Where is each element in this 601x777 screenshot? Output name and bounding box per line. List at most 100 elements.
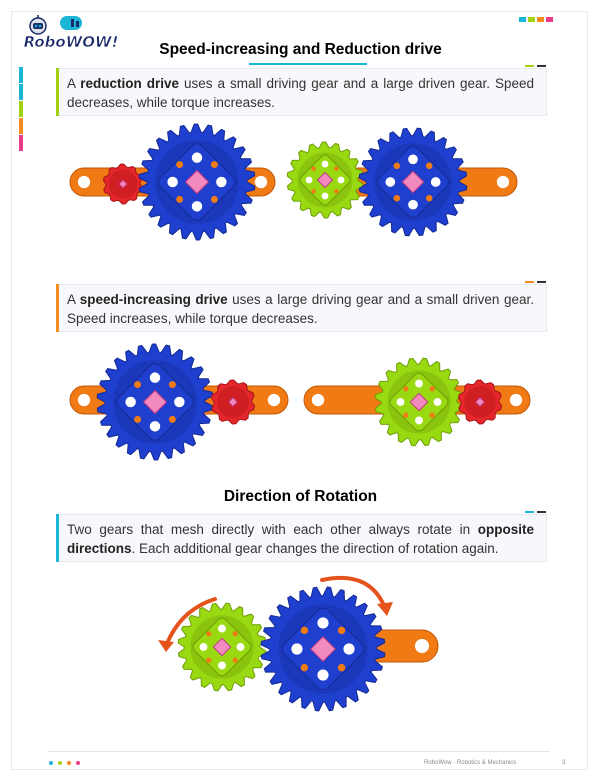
gear-peg bbox=[337, 626, 346, 635]
reduction-text-pre: A bbox=[67, 76, 81, 91]
strip-hole bbox=[77, 393, 91, 407]
gear-hole bbox=[321, 192, 329, 200]
gear-peg bbox=[393, 162, 401, 170]
gear-hole bbox=[317, 617, 329, 629]
axle-icon bbox=[142, 389, 168, 415]
gear-hole bbox=[337, 176, 345, 184]
axle-icon bbox=[310, 636, 336, 662]
gear-hole bbox=[199, 643, 208, 651]
callout-accent bbox=[56, 68, 59, 116]
gear-hole bbox=[149, 372, 161, 383]
gear-hole bbox=[218, 661, 226, 670]
reduction-term: reduction drive bbox=[80, 76, 179, 91]
axle-icon bbox=[474, 396, 486, 408]
axle-icon bbox=[409, 392, 429, 412]
gear-peg bbox=[311, 189, 316, 194]
gear-peg bbox=[210, 195, 218, 203]
gear-peg bbox=[311, 166, 316, 171]
gear-peg bbox=[334, 189, 339, 194]
title-underline bbox=[249, 63, 367, 65]
gear-peg bbox=[206, 657, 212, 663]
arrow-head-icon bbox=[158, 640, 174, 652]
reduction-gears-figure bbox=[69, 123, 518, 241]
gear-hole bbox=[291, 643, 303, 655]
gear-hole bbox=[396, 398, 405, 406]
speed-term: speed-increasing drive bbox=[79, 292, 228, 307]
rotation-gears-figure bbox=[158, 575, 439, 712]
svg-text:RoboWOW!: RoboWOW! bbox=[24, 33, 118, 50]
section-title-rotation: Direction of Rotation bbox=[223, 488, 378, 505]
rotation-term: opposite directions bbox=[67, 522, 534, 556]
gear-hole bbox=[216, 176, 227, 188]
top-color-dots bbox=[519, 17, 553, 22]
gear-peg bbox=[232, 631, 238, 637]
gear-peg bbox=[176, 161, 184, 169]
strip-hole bbox=[496, 175, 510, 189]
robowow-logo: RoboWOW! bbox=[24, 15, 118, 50]
gear-hole bbox=[149, 421, 161, 432]
speed-text-post: uses a large driving gear and a small dr… bbox=[67, 292, 534, 326]
callout-corner bbox=[525, 511, 546, 513]
side-color-bar bbox=[19, 67, 23, 152]
speed-increasing-gears-figure bbox=[69, 343, 531, 461]
gear-peg bbox=[232, 657, 238, 663]
gear-hole bbox=[408, 199, 418, 210]
strip-hole bbox=[254, 175, 268, 189]
axle-icon bbox=[212, 637, 232, 657]
counter-clockwise-arrow bbox=[164, 597, 217, 648]
gear-hole bbox=[174, 396, 185, 408]
callout-reduction: A reduction drive uses a small driving g… bbox=[56, 65, 547, 116]
gear-peg bbox=[176, 195, 184, 203]
footer-caption: RoboWow · Robotics & Mechanics bbox=[424, 760, 517, 766]
strip-hole bbox=[311, 393, 325, 407]
callout-corner bbox=[525, 65, 546, 67]
gear-peg bbox=[403, 412, 409, 418]
gear-peg bbox=[429, 386, 435, 392]
gear-peg bbox=[300, 663, 309, 672]
arrow-head-icon bbox=[377, 602, 393, 616]
section-title-drive: Speed-increasing and Reduction drive bbox=[159, 41, 442, 58]
footer-divider bbox=[48, 751, 550, 752]
gear-hole bbox=[191, 201, 203, 212]
page-border bbox=[11, 11, 588, 770]
gear-peg bbox=[300, 626, 309, 635]
axle-icon bbox=[316, 171, 334, 189]
gear-peg bbox=[334, 166, 339, 171]
axle-icon bbox=[118, 179, 128, 189]
speed-text-pre: A bbox=[67, 292, 80, 307]
gear-hole bbox=[385, 177, 396, 187]
gear-peg bbox=[337, 663, 346, 672]
gear-peg bbox=[210, 161, 218, 169]
gear-peg bbox=[403, 386, 409, 392]
strip-hole bbox=[509, 393, 523, 407]
gear-peg bbox=[168, 415, 176, 423]
gear-hole bbox=[191, 152, 203, 163]
gear-hole bbox=[321, 160, 329, 168]
rotation-text-pre: Two gears that mesh directly with each o… bbox=[67, 522, 478, 537]
gear-hole bbox=[415, 379, 423, 388]
gear-peg bbox=[425, 194, 433, 202]
callout-accent bbox=[56, 284, 59, 332]
gear-peg bbox=[425, 162, 433, 170]
gear-hole bbox=[415, 416, 423, 425]
callout-speed-increasing: A speed-increasing drive uses a large dr… bbox=[56, 281, 547, 332]
gear-hole bbox=[317, 669, 329, 681]
gear-hole bbox=[167, 176, 178, 188]
axle-icon bbox=[227, 396, 239, 408]
clockwise-arrow bbox=[320, 575, 387, 610]
gear-peg bbox=[429, 412, 435, 418]
callout-rotation: Two gears that mesh directly with each o… bbox=[56, 511, 547, 562]
gear-hole bbox=[218, 624, 226, 633]
gear-hole bbox=[305, 176, 313, 184]
gear-hole bbox=[236, 643, 245, 651]
gear-peg bbox=[168, 381, 176, 389]
strip-hole bbox=[267, 393, 281, 407]
strip-hole bbox=[414, 638, 430, 654]
footer-color-dots bbox=[49, 761, 80, 765]
gear-peg bbox=[206, 631, 212, 637]
axle-icon bbox=[184, 169, 210, 195]
gear-hole bbox=[125, 396, 136, 408]
gear-hole bbox=[430, 177, 441, 187]
reduction-text-post: uses a small driving gear and a large dr… bbox=[67, 76, 534, 110]
callout-accent bbox=[56, 514, 59, 562]
